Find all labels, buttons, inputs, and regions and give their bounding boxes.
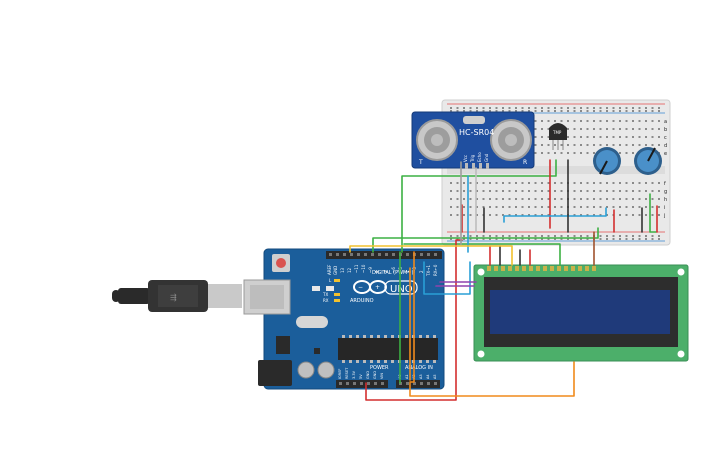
pin-label: TX→1 xyxy=(426,264,431,277)
row-letter: i xyxy=(664,205,665,211)
power-label: POWER xyxy=(370,365,389,371)
arduino-uno-board[interactable]: AREF GND 13 12 ~11 ~10 ~9 8 7 ~6 ~5 4 ~3… xyxy=(243,248,445,390)
pin-label: 12 xyxy=(347,267,352,273)
row-letter: g xyxy=(664,189,667,195)
gnd-label: GND xyxy=(333,266,338,275)
pin-label: ~9 xyxy=(368,267,373,273)
pin-label: A1 xyxy=(405,374,409,379)
tx-label: TX xyxy=(322,292,328,297)
pin-label: 13 xyxy=(340,267,345,273)
tmp-label: TMP xyxy=(552,130,562,135)
row-letter: d xyxy=(664,143,667,149)
wire-blue-3 xyxy=(423,261,471,295)
wire-green-2 xyxy=(372,227,599,253)
row-letter: f xyxy=(664,181,666,187)
sensor-pin-echo: Echo xyxy=(477,152,482,162)
arduino-brand: ARDUINO xyxy=(350,298,374,304)
pin-label: A5 xyxy=(433,374,437,379)
sensor-model-label: HC-SR04 xyxy=(459,128,494,137)
wire-yellow-1 xyxy=(349,245,513,266)
temperature-sensor[interactable]: TMP xyxy=(549,123,567,150)
sensor-t-mark: T xyxy=(418,159,423,166)
pin-label: ~6 xyxy=(391,267,396,273)
potentiometer-2[interactable] xyxy=(634,147,662,175)
arduino-logo-icon: − + xyxy=(353,280,387,294)
pin-label: GND xyxy=(366,371,370,379)
pin-label: RESET xyxy=(345,367,349,379)
breadboard-row-letters-top: a b c d e xyxy=(664,119,667,157)
lcd-display[interactable] xyxy=(473,264,689,362)
pin-label: RX←0 xyxy=(433,264,438,276)
potentiometer-1[interactable] xyxy=(593,147,621,175)
row-letter: h xyxy=(664,197,667,203)
arduino-model: UNO xyxy=(390,284,413,295)
row-letter: b xyxy=(664,127,667,133)
wire-red-1 xyxy=(365,239,463,401)
wire-blue-2 xyxy=(503,207,607,223)
aref-label: AREF xyxy=(327,264,332,275)
sensor-pin-vcc: Vcc xyxy=(463,155,468,162)
row-letter: j xyxy=(663,213,665,219)
usb-icon: ⇶ xyxy=(170,293,177,302)
pin-label: 7 xyxy=(384,270,389,273)
pin-label: 3.3V xyxy=(352,370,356,379)
pin-label: ~10 xyxy=(361,264,366,273)
wire-green-1 xyxy=(401,159,557,253)
usb-cable[interactable]: ⇶ xyxy=(112,280,242,312)
wire-orange-1 xyxy=(409,361,575,397)
pin-label: 4 xyxy=(405,270,410,273)
pin-label: A4 xyxy=(426,374,430,379)
pin-label: A3 xyxy=(419,374,423,379)
pin-label: ~11 xyxy=(354,264,359,273)
svg-text:+: + xyxy=(375,284,380,291)
wires xyxy=(349,159,658,401)
row-letter: a xyxy=(664,119,667,125)
rx-label: RX xyxy=(323,298,329,303)
l-led-label: L xyxy=(329,278,332,283)
row-letter: c xyxy=(664,135,667,141)
wire-orange-2 xyxy=(409,251,415,383)
pin-label: GND xyxy=(373,371,377,379)
power-pin-labels: IOREF RESET 3.3V 5V GND GND VIN xyxy=(338,367,384,379)
analog-label: ANALOG IN xyxy=(405,365,433,371)
sensor-r-mark: R xyxy=(523,159,527,166)
sensor-pin-gnd: Gnd xyxy=(484,153,489,162)
lcd-screen xyxy=(490,290,670,334)
sensor-pin-trig: Trig xyxy=(470,154,475,163)
lcd-pins xyxy=(487,266,596,271)
pin-label: 5V xyxy=(359,374,363,379)
pin-label: IOREF xyxy=(338,369,342,379)
row-letter: e xyxy=(664,151,667,157)
pin-label: VIN xyxy=(380,373,384,379)
breadboard-row-letters-bottom: f g h i j xyxy=(663,181,667,219)
pin-label: 2 xyxy=(419,270,424,273)
digital-label: DIGITAL (PWM~) xyxy=(372,270,414,276)
wire-green-3 xyxy=(649,193,657,233)
pin-label: 8 xyxy=(375,270,380,273)
ultrasonic-sensor[interactable]: HC-SR04 T R Vcc Trig Echo Gnd xyxy=(411,111,535,169)
svg-text:−: − xyxy=(358,284,363,291)
